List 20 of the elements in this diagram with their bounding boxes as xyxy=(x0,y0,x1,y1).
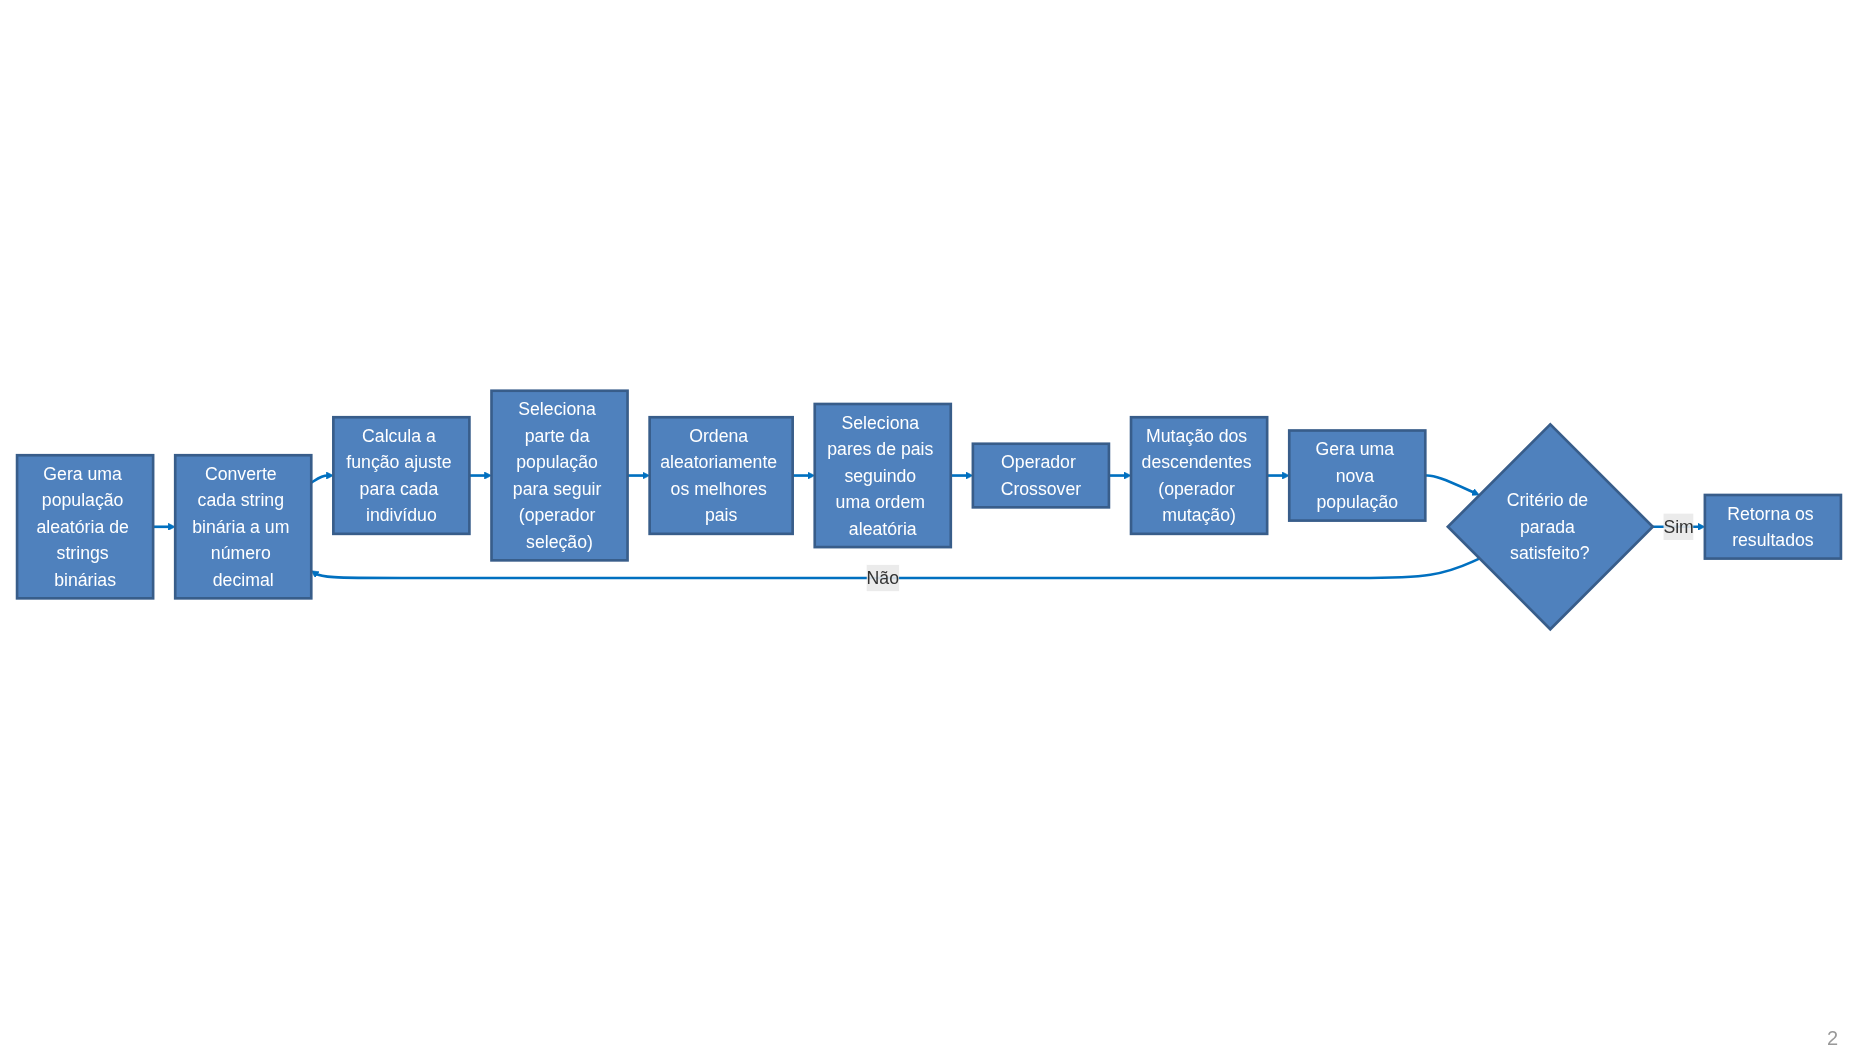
arrow xyxy=(469,471,492,480)
arrow xyxy=(1108,471,1132,480)
node-box: Retorna os resultados xyxy=(1703,493,1843,560)
page-number: 2 xyxy=(1826,1027,1838,1049)
edge-label: Não xyxy=(866,568,899,588)
node-box: Ordena aleatoriamente os melhores pais xyxy=(648,415,794,536)
node-box: Gera uma população aleatória de strings binárias xyxy=(15,453,155,600)
edge-label: Sim xyxy=(1663,517,1694,537)
node-box: Operador Crossover xyxy=(971,442,1111,509)
node-box: Seleciona parte da população para seguir (operador seleção) xyxy=(490,389,629,562)
node-box: Calcula a função ajuste para cada indivíduo xyxy=(332,415,471,536)
node-box: Gera uma nova população xyxy=(1287,429,1427,522)
arrow xyxy=(153,522,176,531)
node-diamond: Critério de parada satisfeito? xyxy=(1445,422,1655,632)
node-box: Converte cada string binária a um número decimal xyxy=(173,453,313,600)
node-box: Seleciona pares de pais seguindo uma ordem aleatória xyxy=(813,402,953,549)
arrow xyxy=(627,471,650,480)
arrow xyxy=(1425,474,1480,496)
arrow xyxy=(1267,471,1290,480)
node-box: Mutação dos descendentes (operador mutação) xyxy=(1129,415,1269,536)
